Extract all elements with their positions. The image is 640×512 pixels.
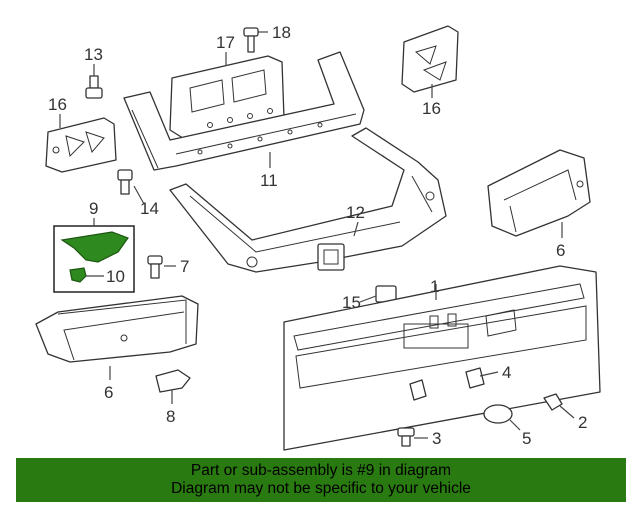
callout-6-left: 6 xyxy=(104,383,113,402)
part-10-clip xyxy=(69,267,87,283)
part-3-clip xyxy=(397,427,415,447)
callout-11: 11 xyxy=(260,171,278,190)
callout-15: 15 xyxy=(342,293,361,312)
part-8-bracket xyxy=(155,369,191,393)
callout-10: 10 xyxy=(106,267,125,286)
info-banner: Part or sub-assembly is #9 in diagram Di… xyxy=(16,458,626,502)
part-1-bumper xyxy=(283,265,601,451)
callout-1: 1 xyxy=(430,277,439,296)
part-18-bolt xyxy=(243,27,259,53)
callout-18: 18 xyxy=(272,23,291,42)
callout-3: 3 xyxy=(432,429,441,448)
callout-16-right: 16 xyxy=(422,99,441,118)
part-5-grommet xyxy=(483,404,513,424)
part-13-bolt xyxy=(85,75,103,99)
banner-line-1: Part or sub-assembly is #9 in diagram xyxy=(190,462,452,479)
callout-2: 2 xyxy=(578,413,587,432)
part-6-end-cap-right xyxy=(487,149,591,237)
part-11-frame xyxy=(123,51,365,171)
callout-16-left: 16 xyxy=(48,95,67,114)
callout-14: 14 xyxy=(140,199,159,218)
leader-lines xyxy=(59,31,575,439)
part-6-end-cap-left xyxy=(35,295,199,363)
callout-13: 13 xyxy=(84,45,103,64)
callout-12: 12 xyxy=(346,203,365,222)
part-16-bracket-left xyxy=(45,117,117,173)
part-9-box xyxy=(53,225,135,293)
part-14-bolt xyxy=(117,169,133,195)
part-16-bracket-right xyxy=(401,25,459,93)
callout-17: 17 xyxy=(216,33,235,52)
callout-9: 9 xyxy=(89,199,98,218)
callout-6-right: 6 xyxy=(556,241,565,260)
part-2-clip xyxy=(543,393,563,411)
callout-7: 7 xyxy=(180,257,189,276)
callout-4: 4 xyxy=(502,363,511,382)
banner-line-2: Diagram may not be specific to your vehi… xyxy=(171,480,471,497)
callout-8: 8 xyxy=(166,407,175,426)
callout-5: 5 xyxy=(522,429,531,448)
part-9-bracket xyxy=(60,231,129,263)
part-12-hitch xyxy=(169,127,447,273)
part-7-bolt xyxy=(147,255,163,279)
